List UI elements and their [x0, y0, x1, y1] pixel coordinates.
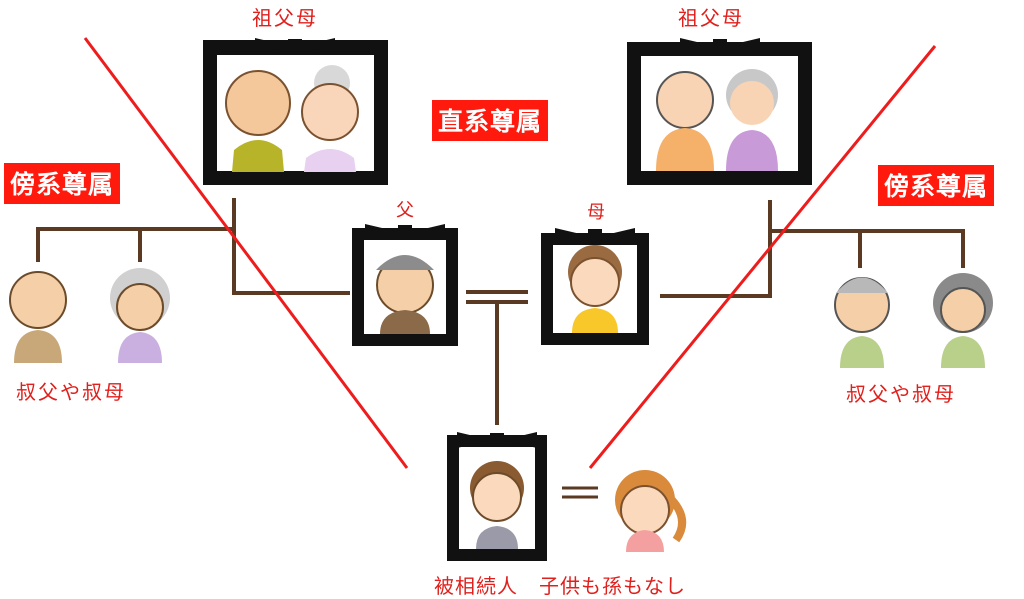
- grandparents-right-frame: [627, 38, 812, 185]
- right-uncle-figure: [834, 277, 890, 368]
- left-aunt-figure: [110, 268, 170, 363]
- lineal-ascendant-badge: 直系尊属: [432, 100, 549, 141]
- grandparents-left-label: 祖父母: [252, 6, 318, 30]
- person-icon: [656, 71, 714, 171]
- person-icon: [726, 69, 778, 171]
- person-icon: [301, 65, 359, 172]
- father-label: 父: [396, 200, 416, 221]
- decedent-frame: [447, 432, 547, 561]
- grandparents-right-label: 祖父母: [678, 6, 744, 30]
- collateral-right-badge: 傍系尊属: [878, 165, 995, 206]
- uncle-aunt-left-label: 叔父や叔母: [16, 380, 126, 404]
- person-icon: [568, 245, 622, 333]
- mother-label: 母: [587, 202, 607, 223]
- exclusion-lines: [83, 37, 937, 469]
- person-icon: [470, 461, 524, 549]
- mother-frame: [541, 228, 649, 345]
- uncle-aunt-right-label: 叔父や叔母: [846, 382, 956, 406]
- spouse-figure: [615, 470, 686, 552]
- right-aunt-figure: [933, 273, 993, 368]
- collateral-left-badge: 傍系尊属: [4, 163, 121, 204]
- decedent-caption: 被相続人 子供も孫もなし: [434, 574, 686, 598]
- connector-lines: [36, 198, 965, 425]
- left-uncle-figure: [9, 271, 67, 363]
- grandparents-left-frame: [203, 38, 388, 185]
- father-frame: [352, 224, 458, 346]
- person-icon: [376, 255, 434, 334]
- person-icon: [225, 70, 291, 172]
- spouse-marriage-line: [562, 486, 598, 499]
